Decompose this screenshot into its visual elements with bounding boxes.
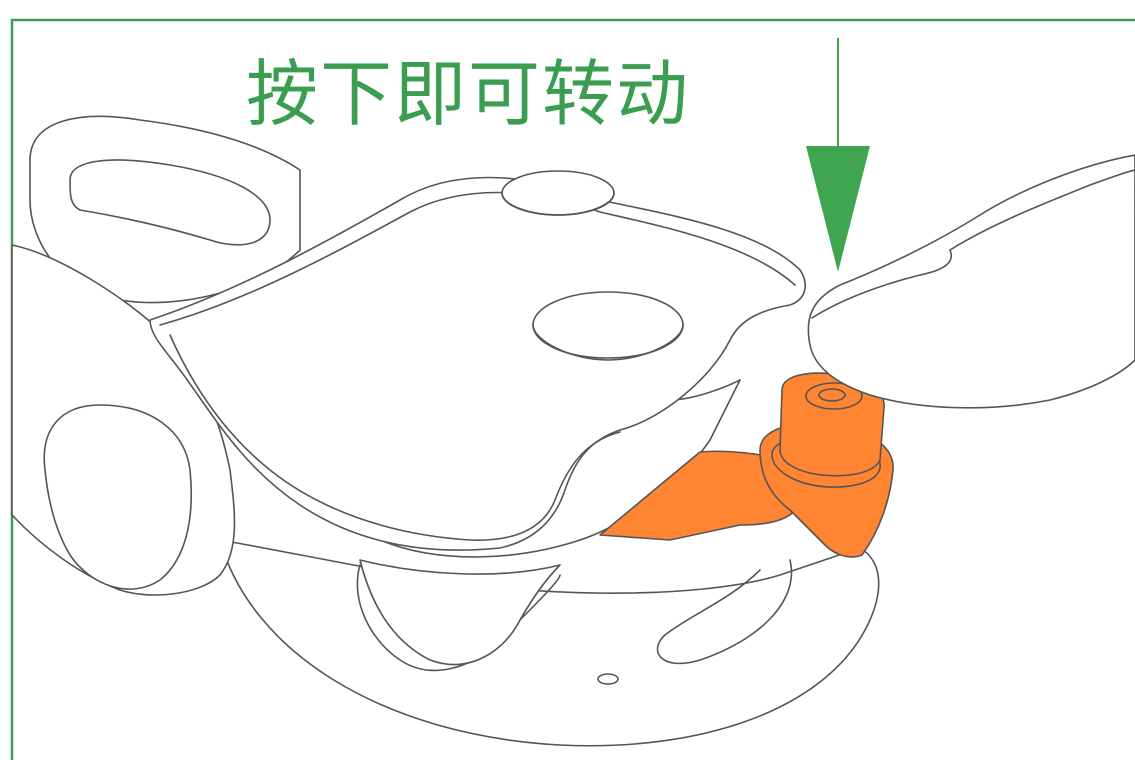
rivet-top-side [501,192,615,216]
post-top-ring [805,382,863,410]
base-slot [656,559,793,665]
device-jaw [359,559,561,666]
left-thumb [43,404,193,590]
down-arrow-icon [806,146,870,272]
ear-opening [69,159,271,246]
cover-rim [159,191,796,326]
finger-crease [949,169,1135,251]
instruction-text: 按下即可转动 [246,52,691,136]
post-top-inner [818,388,846,402]
rivet-center-side [532,324,684,361]
device-top-cover [149,176,806,551]
cover-edge-lip [169,334,621,541]
right-finger [807,154,1135,409]
base-hole [597,673,619,685]
fingernail [811,249,952,319]
base-inner-groove [356,564,561,672]
